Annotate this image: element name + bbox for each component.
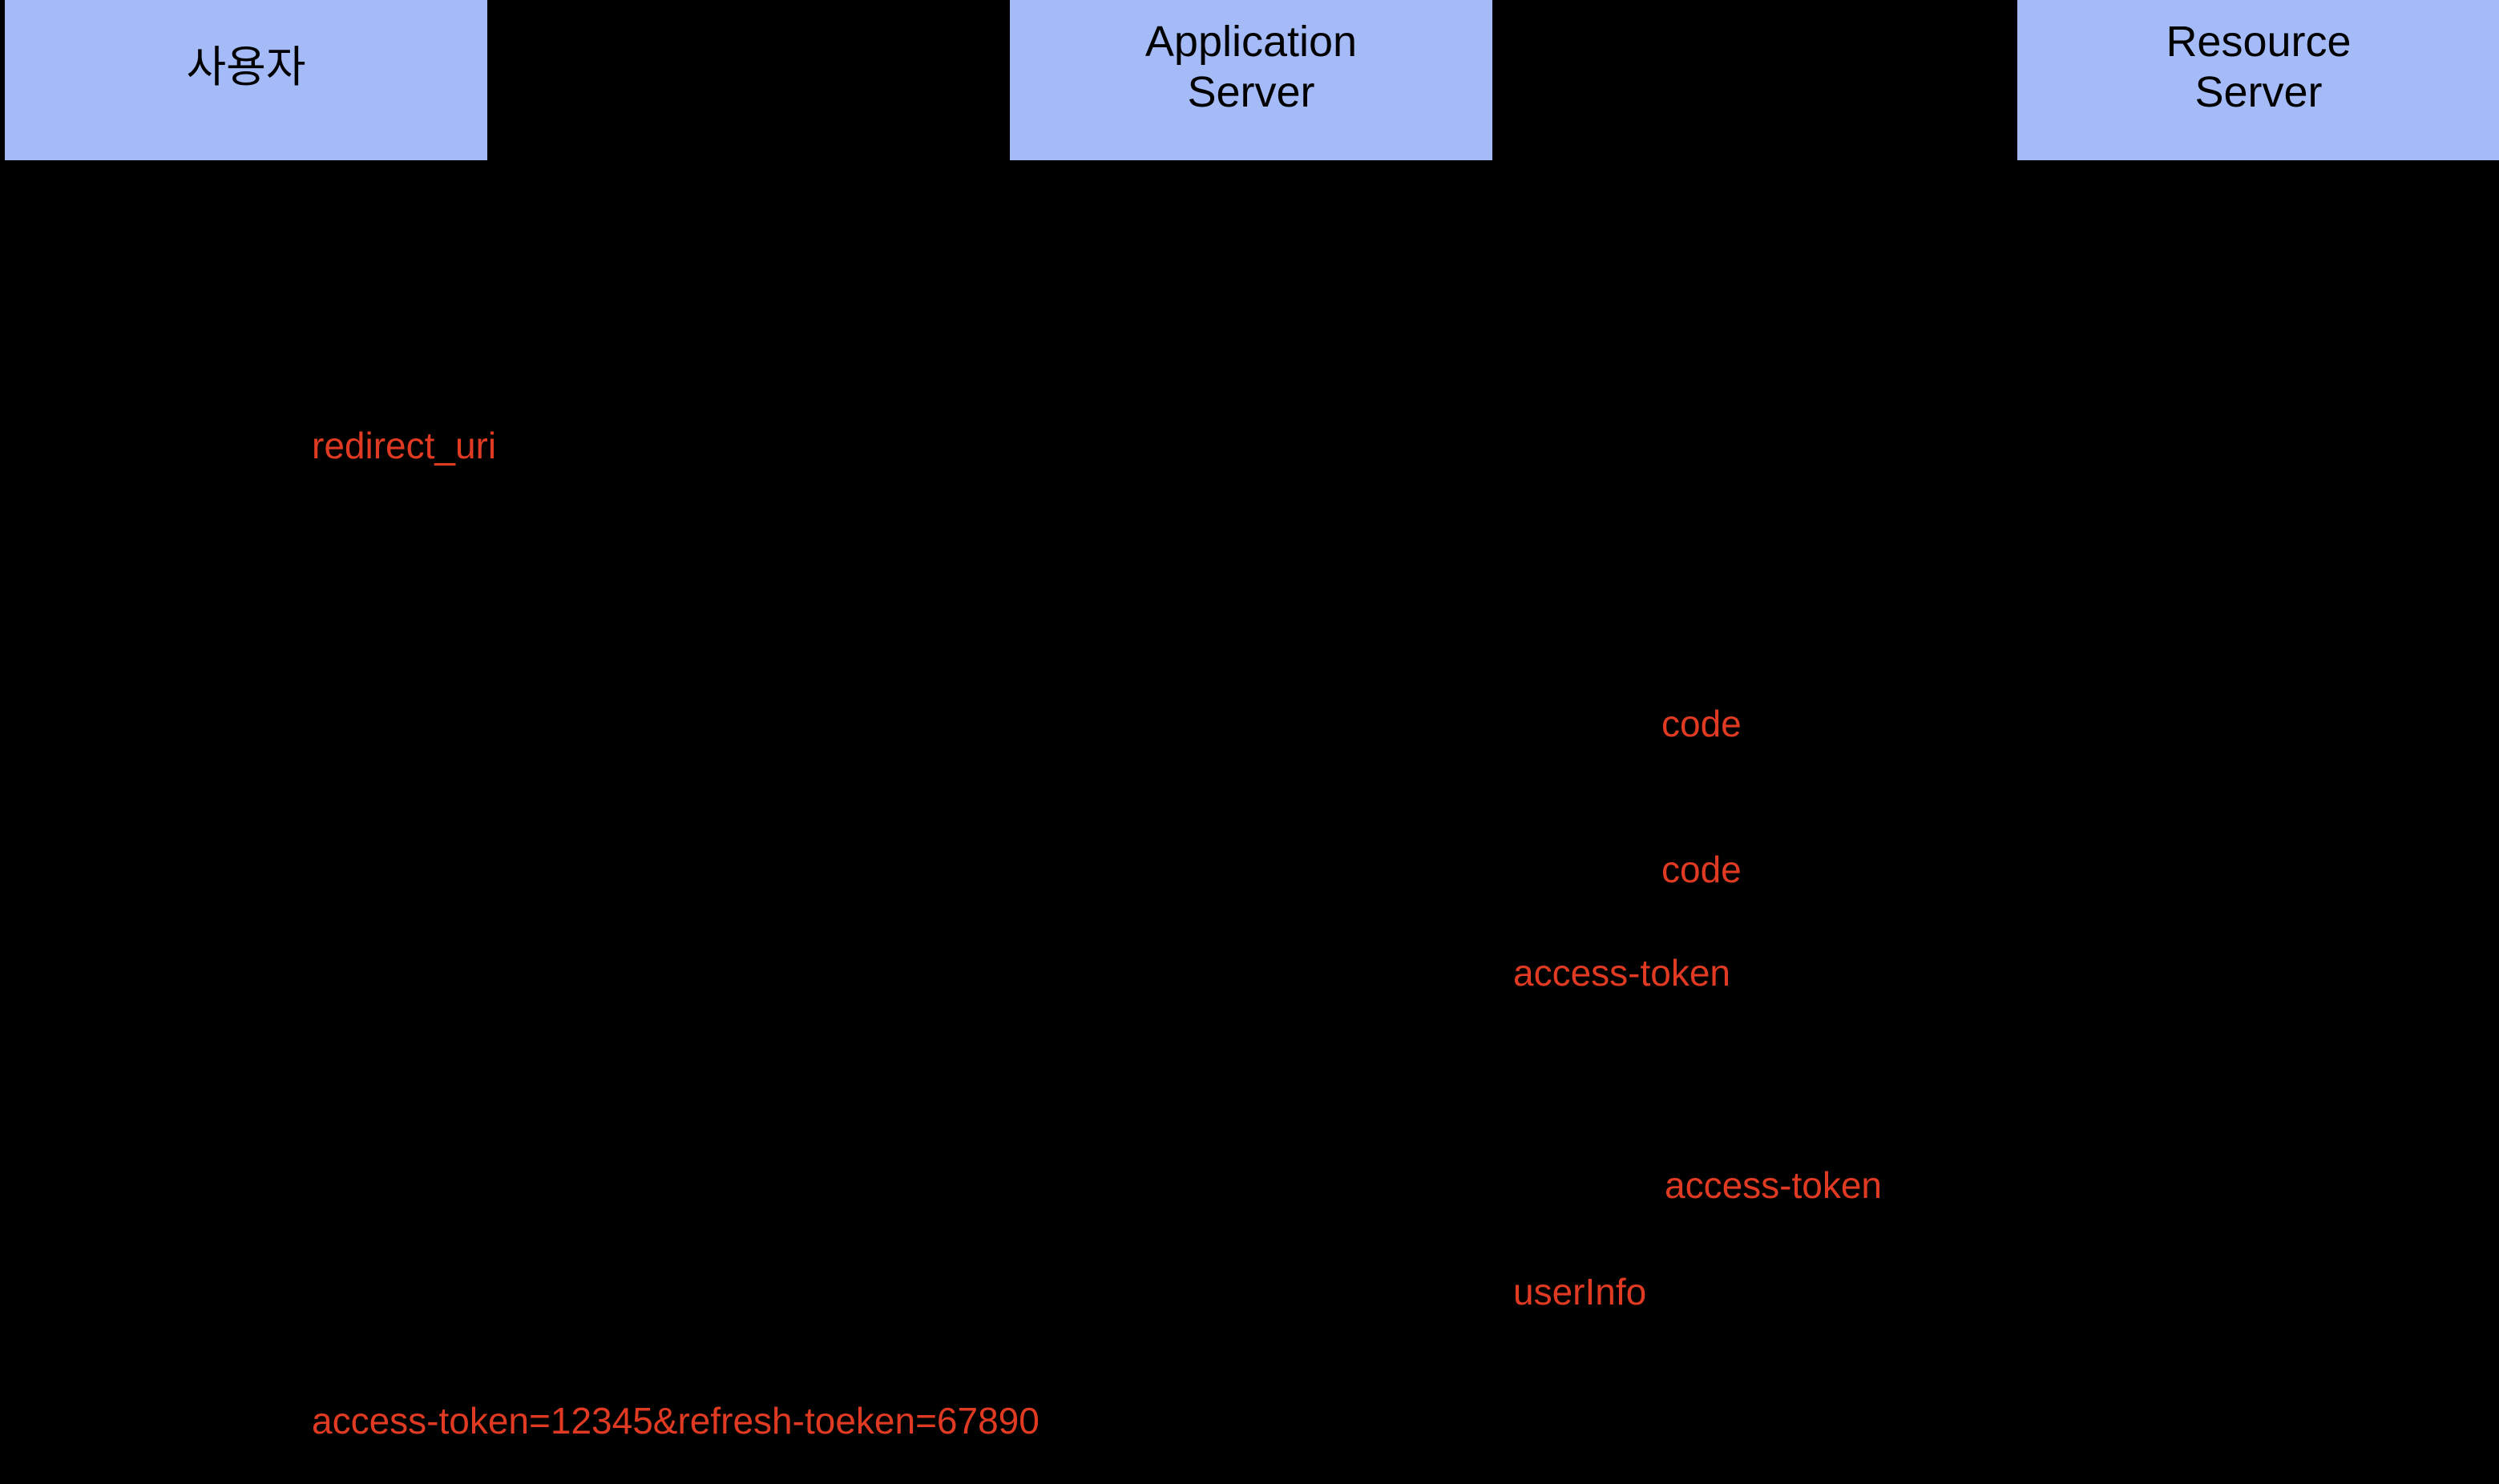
arrow-token-query bbox=[245, 1450, 1250, 1464]
participant-user[interactable]: 사용자 bbox=[3, 0, 489, 162]
arrow-code-1 bbox=[1251, 753, 2258, 768]
lifeline-application-server bbox=[1250, 162, 1252, 1484]
arrow-redirect-uri bbox=[246, 474, 1250, 489]
arrow-access-token-1 bbox=[1251, 1002, 2258, 1016]
message-label-access-token-2: access-token bbox=[1665, 1164, 1883, 1206]
lifeline-user bbox=[244, 162, 247, 1484]
message-label-code-1: code bbox=[1661, 703, 1742, 744]
message-label-code-2: code bbox=[1661, 849, 1742, 890]
participant-resource-server[interactable]: Resource Server bbox=[2016, 0, 2499, 162]
message-label-token-query: access-token=12345&refresh-toeken=67890 bbox=[312, 1400, 1040, 1442]
message-label-user-info: userInfo bbox=[1513, 1271, 1647, 1313]
arrow-user-info bbox=[1251, 1321, 2258, 1335]
participant-application-server[interactable]: Application Server bbox=[1008, 0, 1494, 162]
message-label-redirect-uri: redirect_uri bbox=[312, 425, 497, 466]
message-label-access-token-1: access-token bbox=[1513, 952, 1731, 994]
arrow-code-2 bbox=[1250, 899, 2257, 913]
arrow-access-token-2 bbox=[1250, 1214, 2257, 1228]
lifeline-resource-server bbox=[2257, 162, 2259, 1484]
